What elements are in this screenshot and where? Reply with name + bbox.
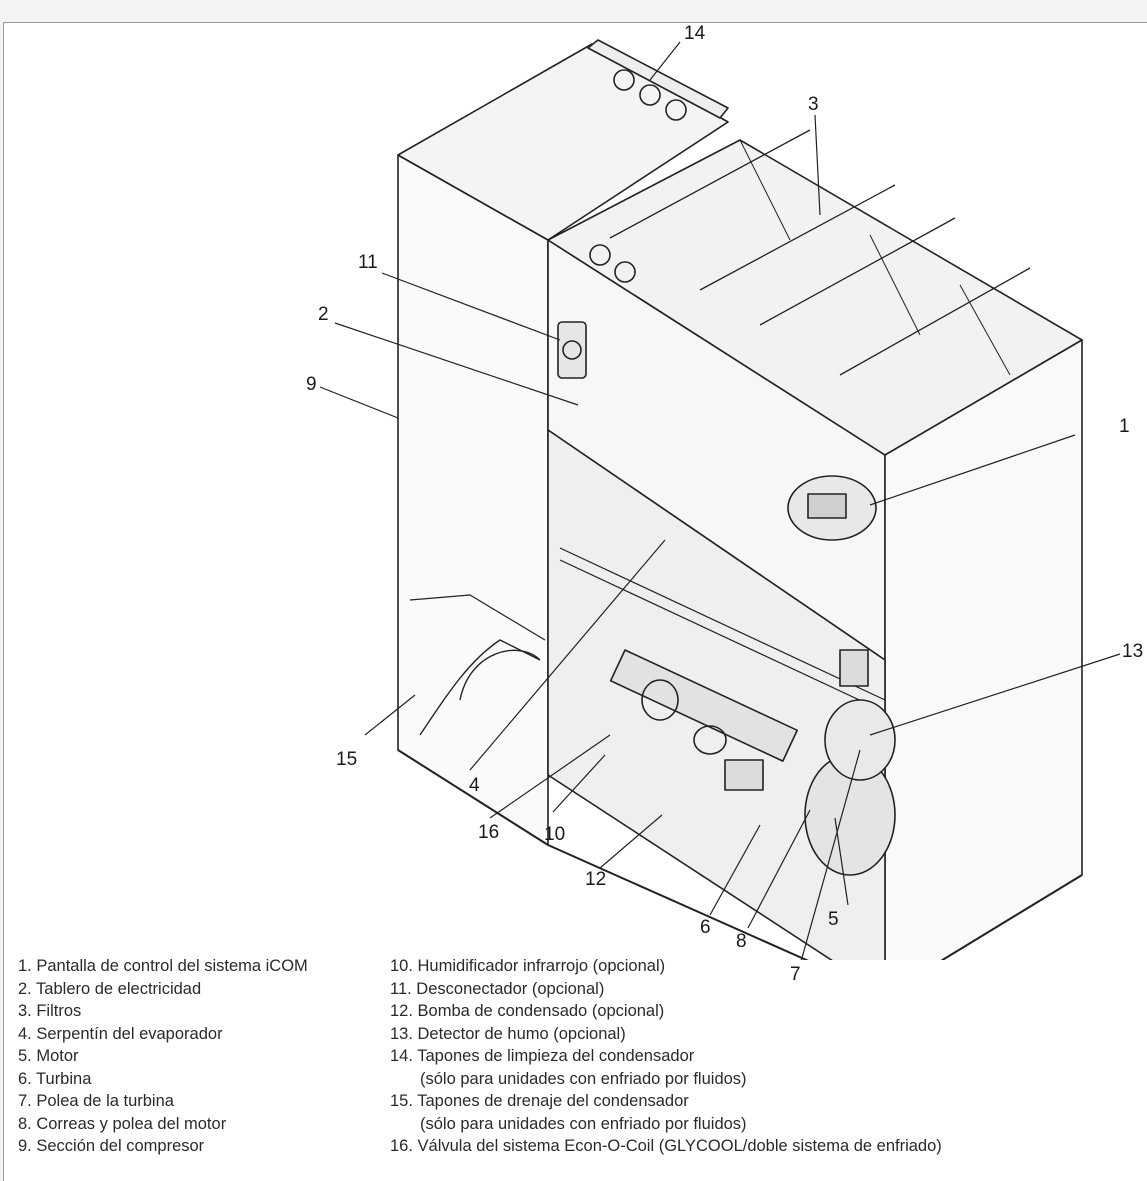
unit-drawing [319, 39, 1121, 960]
compressor-top [397, 43, 729, 241]
legend-item: 12. Bomba de condensado (opcional) [390, 1002, 665, 1020]
legend-item: 16. Válvula del sistema Econ-O-Coil (GLY… [390, 1137, 942, 1155]
callout-11: 11 [358, 252, 378, 273]
legend-item: 13. Detector de humo (opcional) [390, 1024, 626, 1043]
callout-6: 6 [700, 917, 711, 938]
legend-item: 3. Filtros [18, 1002, 82, 1020]
legend-item-note: (sólo para unidades con enfriado por flu… [420, 1114, 747, 1133]
callout-4: 4 [469, 775, 480, 796]
legend-item-note: (sólo para unidades con enfriado por flu… [420, 1069, 747, 1088]
condenser-plugs [587, 39, 729, 119]
callout-9: 9 [306, 374, 317, 395]
legend-item: 4. Serpentín del evaporador [18, 1024, 223, 1043]
legend-item: 9. Sección del compresor [18, 1137, 205, 1155]
callout-5: 5 [828, 909, 839, 930]
legend-item: 6. Turbina [18, 1069, 92, 1088]
callout-2: 2 [318, 304, 329, 325]
callout-12: 12 [585, 869, 607, 890]
compressor-panel [397, 154, 549, 846]
legend-item: 8. Correas y polea del motor [18, 1114, 227, 1133]
legend-item: 15. Tapones de drenaje del condensador (… [390, 1090, 942, 1135]
legend-item: 1. Pantalla de control del sistema iCOM [18, 957, 308, 975]
legend-item: 14. Tapones de limpieza del condensador … [390, 1045, 942, 1090]
callout-15: 15 [336, 749, 358, 770]
legend-right: 10. Humidificador infrarrojo (opcional) … [390, 955, 942, 1158]
legend-item: 5. Motor [18, 1047, 79, 1065]
legend-left: 1. Pantalla de control del sistema iCOM … [18, 955, 308, 1158]
callout-7: 7 [790, 964, 801, 985]
callout-16: 16 [478, 822, 500, 843]
condensate-pump [724, 759, 764, 791]
legend-item: 10. Humidificador infrarrojo (opcional) [390, 957, 666, 975]
disconnect-switch [557, 321, 587, 379]
legend-item-label: 14. Tapones de limpieza del condensador [390, 1047, 695, 1065]
callout-14: 14 [684, 23, 706, 44]
legend-item: 7. Polea de la turbina [18, 1092, 174, 1110]
callout-13: 13 [1122, 641, 1144, 662]
callout-3: 3 [808, 94, 819, 115]
legend-item: 2. Tablero de electricidad [18, 979, 202, 998]
callout-1: 1 [1119, 416, 1130, 437]
callout-10: 10 [544, 824, 566, 845]
legend-item-label: 15. Tapones de drenaje del condensador [390, 1092, 689, 1110]
legend-item: 11. Desconectador (opcional) [390, 979, 605, 998]
callout-8: 8 [736, 931, 747, 952]
